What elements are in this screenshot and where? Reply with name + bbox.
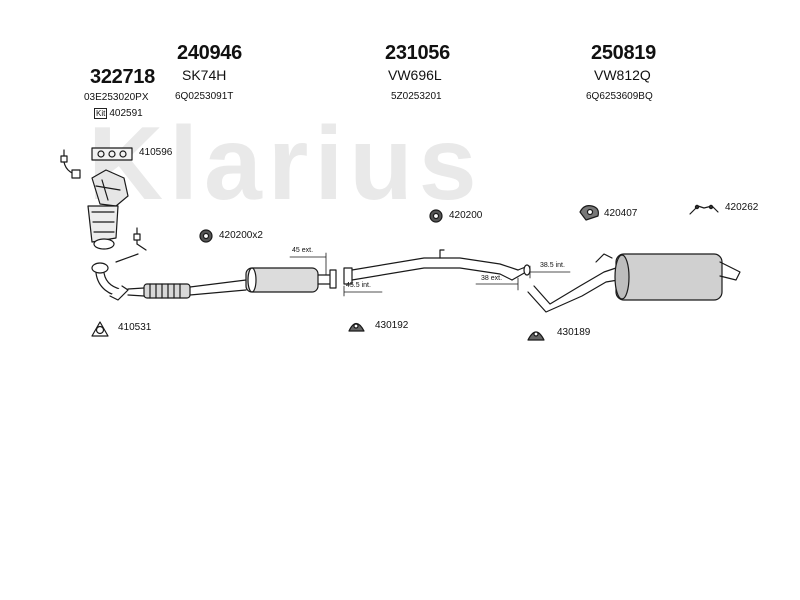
dim-45-ext: 45 ext.: [292, 247, 314, 254]
dimension-lines: [289, 252, 571, 297]
clamp-420200-icon[interactable]: [429, 209, 443, 223]
header-250819-ref: 6Q6253609BQ: [586, 91, 653, 102]
part-label-410531: 410531: [118, 322, 152, 333]
part-label-420200x2: 420200x2: [219, 230, 263, 241]
flexible-section[interactable]: [127, 283, 191, 299]
bracket-420262-icon[interactable]: [689, 204, 719, 215]
part-label-420407: 420407: [604, 208, 638, 219]
dim-45-5-int: 45.5 int.: [346, 282, 371, 289]
gasket-410531-icon[interactable]: [91, 321, 109, 337]
clamp-420200x2-icon[interactable]: [199, 229, 213, 243]
header-231056-code: VW696L: [388, 67, 442, 83]
part-label-430189: 430189: [557, 327, 591, 338]
kit-number: 402591: [109, 108, 143, 119]
mounting-420407-icon[interactable]: [579, 205, 599, 221]
dim-38-5-int: 38.5 int.: [540, 262, 565, 269]
part-label-430192: 430192: [375, 320, 409, 331]
header-231056-number: 231056: [385, 42, 450, 64]
header-322718-ref: 03E253020PX: [84, 92, 149, 103]
front-pipe[interactable]: [91, 253, 139, 301]
front-silencer[interactable]: [189, 267, 337, 296]
header-322718-number: 322718: [90, 66, 155, 88]
header-250819-number: 250819: [591, 42, 656, 64]
rubber-mount-430189-icon[interactable]: [527, 331, 545, 341]
lambda-sensor-upper[interactable]: [60, 149, 81, 179]
brand-watermark: Klarius: [88, 106, 483, 222]
part-label-410596: 410596: [139, 147, 173, 158]
rubber-mount-430192-icon[interactable]: [348, 322, 365, 332]
dim-38-ext: 38 ext.: [481, 275, 503, 282]
header-240946-number: 240946: [177, 42, 242, 64]
header-240946-ref: 6Q0253091T: [175, 91, 234, 102]
gasket-410596[interactable]: [91, 147, 133, 161]
lambda-sensor-lower[interactable]: [133, 227, 147, 251]
rear-silencer[interactable]: [527, 253, 741, 313]
header-250819-code: VW812Q: [594, 67, 651, 83]
part-label-420200: 420200: [449, 210, 483, 221]
part-label-420262: 420262: [725, 202, 759, 213]
centre-pipe[interactable]: [343, 249, 531, 285]
catalytic-converter[interactable]: [87, 169, 129, 250]
kit-badge: Kit: [94, 108, 108, 119]
header-231056-ref: 5Z0253201: [391, 91, 442, 102]
header-240946-code: SK74H: [182, 67, 227, 83]
